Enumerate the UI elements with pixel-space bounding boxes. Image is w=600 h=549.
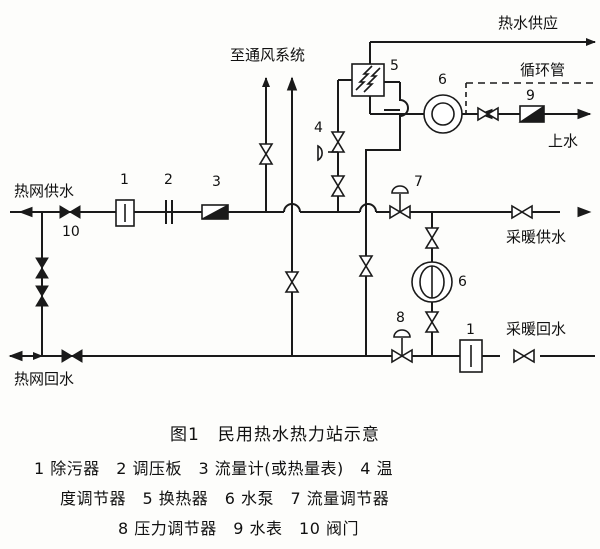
return-valve [61, 349, 83, 363]
pipe-network [10, 38, 596, 360]
num-5-exchanger: 5 [390, 58, 399, 74]
pump-inlet-valve [424, 227, 440, 249]
valve-10 [59, 205, 81, 219]
legend-line-1: 1 除污器 2 调压板 3 流量计(或热量表) 4 温 [34, 459, 393, 478]
valves [35, 106, 535, 364]
num-7-flow-regulator: 7 [414, 174, 423, 190]
components [115, 63, 545, 373]
num-6-pump-top: 6 [438, 72, 447, 88]
legend-line-2: 度调节器 5 换热器 6 水泵 7 流量调节器 [60, 489, 389, 508]
figure-title: 图1 民用热水热力站示意 [170, 425, 380, 445]
bypass-valve-lower [35, 285, 49, 307]
label-heating-return: 采暖回水 [506, 320, 566, 338]
num-6-pump-heating: 6 [458, 274, 467, 290]
ventilation-return-valve [284, 271, 300, 293]
label-hot-water-supply: 热水供应 [498, 14, 558, 32]
num-3-meter: 3 [212, 174, 221, 190]
pump-outlet-valve [424, 311, 440, 333]
labels: 热水供应 至通风系统 循环管 上水 热网供水 热网回水 采暖供水 采暖回水 1 … [14, 14, 578, 388]
label-heating-supply: 采暖供水 [506, 228, 566, 246]
num-10-valve: 10 [62, 224, 80, 240]
makeup-valve [477, 106, 499, 122]
num-4-temp-regulator: 4 [314, 120, 323, 136]
num-8-pressure-regulator: 8 [396, 310, 405, 326]
label-net-supply: 热网供水 [14, 182, 74, 200]
ventilation-supply-valve [258, 143, 274, 165]
num-2-orifice: 2 [164, 172, 173, 188]
legend-line-3: 8 压力调节器 9 水表 10 阀门 [118, 519, 359, 538]
heating-supply-valve [511, 204, 533, 220]
num-1-return-strainer: 1 [466, 322, 475, 338]
label-net-return: 热网回水 [14, 370, 74, 388]
heating-return-valve [513, 348, 535, 364]
bypass-valve-upper [35, 257, 49, 279]
exchanger-return-valve [358, 255, 374, 277]
pump-6-top [423, 94, 463, 134]
label-circulation: 循环管 [520, 61, 565, 79]
caption: 图1 民用热水热力站示意 1 除污器 2 调压板 3 流量计(或热量表) 4 温… [34, 425, 393, 538]
label-ventilation: 至通风系统 [230, 46, 305, 64]
label-makeup-water: 上水 [548, 132, 578, 150]
num-9-water-meter: 9 [526, 88, 535, 104]
exchanger-valve-lower [330, 175, 346, 197]
exchanger-valve-upper [330, 131, 346, 153]
num-1-strainer: 1 [120, 172, 129, 188]
flow-arrows [8, 108, 592, 362]
